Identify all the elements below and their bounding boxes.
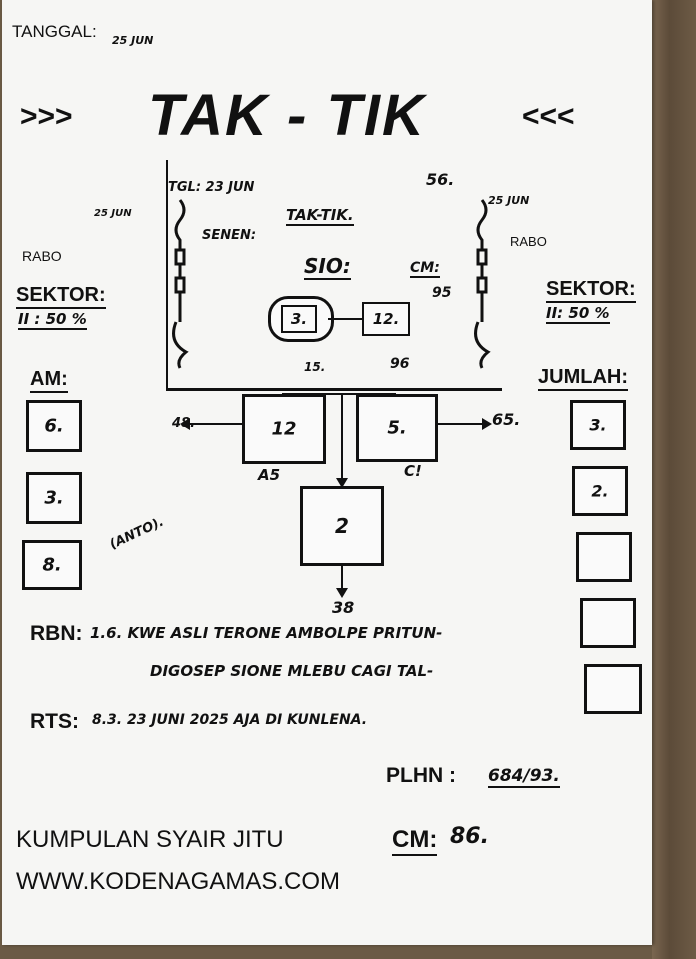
right-sektor-label: SEKTOR: (546, 278, 636, 303)
plhn-label: PLHN : (386, 764, 456, 787)
cm-label: CM: (410, 260, 440, 278)
below-cm: 96 (390, 356, 410, 372)
plhn-value: 684/93. (488, 766, 560, 788)
jumlah-box-1: 3. (570, 400, 626, 450)
flow-left-out: 48. (172, 416, 196, 431)
flow-bottom-out: 38 (332, 598, 355, 617)
am-box-3: 8. (22, 540, 82, 590)
flow-right-value: 5. (387, 417, 407, 439)
center-title: TAK-TIK. (286, 206, 354, 226)
flow-box-left: 12 (242, 394, 326, 464)
brand-line-2: WWW.KODENAGAMAS.COM (16, 868, 340, 895)
left-date: 25 JUN (94, 208, 132, 219)
am-box-2: 3. (26, 472, 82, 524)
below-sio: 15. (304, 360, 326, 374)
am-box-1: 6. (26, 400, 82, 452)
sio-box-circle: 3. (268, 296, 334, 342)
am-value-2: 3. (44, 487, 64, 509)
am-label: AM: (30, 368, 68, 393)
tanggal-value: 25 JUN (112, 34, 154, 47)
flow-left-under: A5 (258, 466, 281, 484)
cm-footer-label: CM: (392, 826, 438, 856)
cm-footer-value: 86. (450, 824, 489, 849)
rts-label: RTS: (30, 710, 79, 733)
brand-line-1: KUMPULAN SYAIR JITU (16, 826, 284, 853)
chart-frame (166, 160, 502, 391)
title-left-arrows: >>> (20, 100, 73, 133)
sio-label: SIO: (304, 254, 351, 280)
left-chain-icon (172, 199, 189, 369)
right-chain-icon (474, 199, 491, 369)
rts-text: 8.3. 23 JUNI 2025 AJA DI KUNLENA. (92, 712, 368, 728)
jumlah-box-5 (584, 664, 642, 714)
title-right-arrows: <<< (522, 100, 575, 133)
rbn-text-2: DIGOSEP SIONE MLEBU CAGI TAL- (150, 662, 434, 680)
flow-right-under: C! (404, 462, 422, 480)
jumlah-value-2: 2. (591, 481, 609, 501)
rbn-text: 1.6. KWE ASLI TERONE AMBOLPE PRITUN- (90, 624, 443, 642)
right-num: 56. (426, 170, 455, 189)
rbn-label: RBN: (30, 622, 83, 645)
center-tgl: TGL: 23 JUN (168, 180, 255, 195)
right-date: 25 JUN (488, 194, 530, 207)
jumlah-box-2: 2. (572, 466, 628, 516)
cm-box: 12. (362, 302, 410, 336)
connector-line (328, 318, 362, 320)
tanggal-label: TANGGAL: (12, 22, 97, 41)
right-sektor-value: II: 50 % (546, 304, 610, 324)
jumlah-box-3 (576, 532, 632, 582)
cm-box-value: 12. (372, 310, 400, 328)
flow-right-out: 65. (492, 410, 521, 429)
flow-box-bottom: 2 (300, 486, 384, 566)
wood-background (652, 0, 696, 959)
left-sektor-value: II : 50 % (18, 310, 87, 330)
center-day: SENEN: (202, 228, 257, 243)
jumlah-box-4 (580, 598, 636, 648)
cm-value: 95 (432, 285, 452, 301)
flow-box-right: 5. (356, 394, 438, 462)
right-day: RABO (510, 234, 547, 249)
left-sektor-label: SEKTOR: (16, 284, 106, 309)
am-value-1: 6. (44, 415, 64, 437)
flow-bottom-value: 2 (335, 514, 349, 538)
left-day: RABO (22, 248, 62, 264)
sio-box-value: 3. (290, 310, 308, 328)
jumlah-label: JUMLAH: (538, 366, 628, 391)
jumlah-value-1: 3. (589, 415, 607, 435)
page-title: TAK - TIK (148, 83, 426, 148)
flow-left-value: 12 (271, 418, 297, 440)
am-value-3: 8. (42, 554, 62, 576)
